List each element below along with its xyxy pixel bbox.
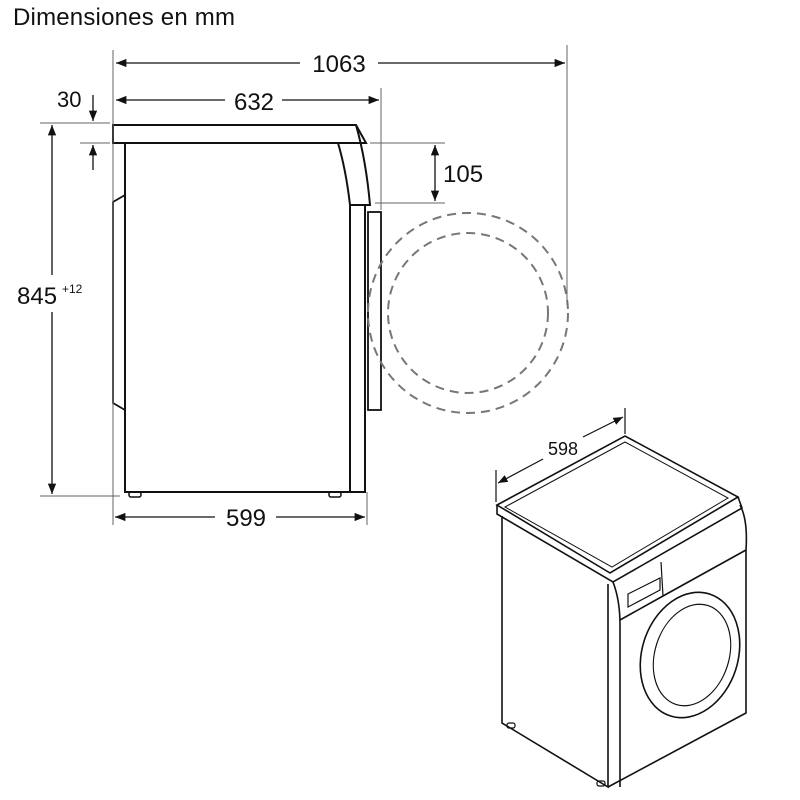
dim-height-tolerance: +12	[62, 282, 83, 296]
extension-lines	[40, 45, 568, 525]
control-panel	[337, 124, 372, 206]
iso-dimension	[495, 408, 626, 502]
dim-top-overhang: 30	[57, 87, 81, 112]
dim-height: 845	[17, 283, 57, 310]
iso-view	[495, 435, 748, 789]
iso-door	[639, 591, 741, 719]
iso-top	[495, 435, 740, 574]
door	[367, 211, 382, 411]
door-swing	[367, 212, 569, 414]
diagram-title: Dimensiones en mm	[13, 4, 236, 31]
foot-front	[328, 491, 342, 498]
rear-bulge	[112, 194, 126, 411]
iso-front	[607, 504, 748, 788]
iso-side	[501, 516, 609, 789]
side-view	[112, 124, 382, 498]
dim-width-base: 599	[226, 505, 266, 532]
foot-rear	[128, 491, 142, 498]
worktop	[112, 124, 368, 144]
dim-overall-depth: 1063	[312, 51, 365, 78]
detergent-drawer	[627, 577, 661, 608]
body-outline	[124, 143, 351, 493]
dim-panel-height: 105	[443, 161, 483, 188]
dim-iso-width: 598	[548, 439, 578, 459]
dimension-lines	[47, 58, 565, 522]
dim-body-depth: 632	[234, 89, 274, 116]
